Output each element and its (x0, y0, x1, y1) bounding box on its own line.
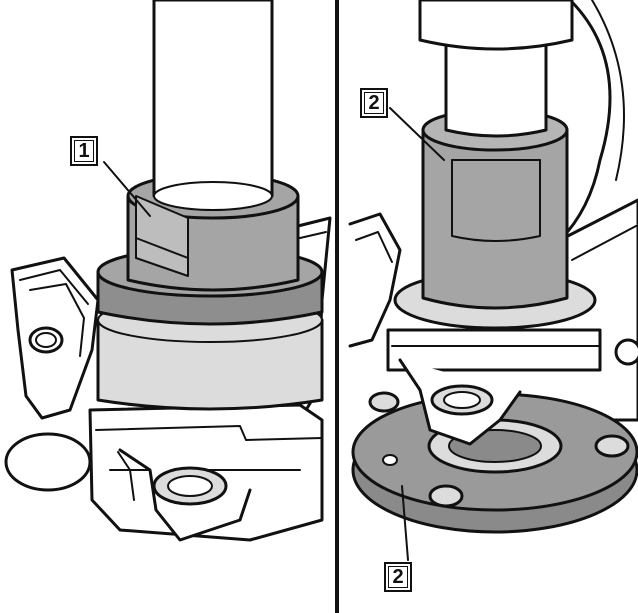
knuckle-flank-line (299, 231, 327, 239)
hub-stud-hole-2 (594, 434, 630, 458)
hub-stud-hole-3 (428, 484, 464, 508)
knuckle-right-block-line (571, 225, 637, 261)
knuckle-body-right (386, 328, 602, 372)
lug-edge (117, 451, 135, 501)
press-cap-right (418, 0, 574, 51)
knuckle-contour-right (558, 0, 612, 242)
callout-2-bottom: 2 (384, 562, 412, 592)
knuckle-arm-detail (19, 269, 89, 305)
press-spindle-left (152, 0, 274, 206)
tool-2-hex-body (421, 128, 569, 310)
callout-2-top: 2 (360, 88, 388, 118)
knuckle-right-hole (614, 338, 638, 366)
press-spindle-right (444, 38, 548, 138)
ball-joint-hole (167, 475, 213, 497)
leader-line-2-bottom (401, 485, 409, 561)
left-panel (4, 0, 332, 542)
knuckle-arm-detail-2 (29, 283, 85, 357)
spindle-bottom-left (153, 181, 273, 211)
tool-2-flat (451, 159, 541, 242)
knuckle-edge-line (95, 425, 323, 441)
callout-1: 1 (70, 136, 98, 166)
right-panel (348, 0, 638, 561)
ball-joint-hole-right (443, 391, 481, 409)
knuckle-contour-right-2 (591, 0, 625, 181)
bearing-housing-left (96, 318, 324, 411)
left-ring-outline (4, 432, 92, 492)
leader-line-1 (103, 161, 151, 217)
hub-small-hole (382, 454, 398, 466)
hub-stud-hole-1 (368, 391, 400, 413)
tool-1-notch-line (135, 237, 189, 259)
knuckle-bolt-hole-inner (35, 332, 57, 348)
knuckle-arm-right-detail (355, 231, 393, 263)
knuckle-arm-right (348, 212, 402, 348)
leader-line-2-top (389, 107, 445, 161)
